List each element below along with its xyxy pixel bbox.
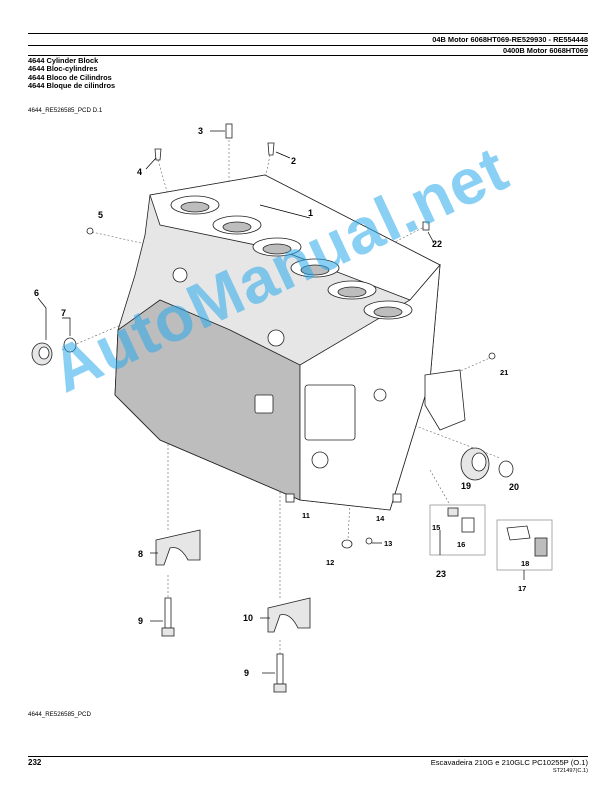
plug-5	[86, 227, 94, 235]
leader-6	[37, 297, 47, 340]
valve-15-16	[447, 507, 475, 533]
callout-2: 2	[291, 156, 296, 166]
header-rule-middle	[28, 45, 588, 46]
plug-22	[422, 221, 430, 231]
title-spanish: 4644 Bloque de cilindros	[28, 81, 116, 91]
main-bearing-cap-8	[155, 529, 201, 566]
section-titles: 4644 Cylinder Block 4644 Bloc-cylindres …	[28, 56, 116, 91]
footer-machine-text: Escavadeira 210G e 210GLC PC10255P (O.1)	[430, 758, 588, 767]
header-model-line: 04B Motor 6068HT069-RE529930 - RE554448	[432, 35, 588, 44]
callout-11: 11	[302, 511, 310, 520]
axis-valve-group	[429, 469, 451, 506]
title-french: 4644 Bloc-cylindres	[28, 64, 98, 74]
callout-9-lower: 9	[244, 668, 249, 678]
callout-15: 15	[432, 523, 440, 532]
leader-7	[62, 317, 71, 336]
dowel-pin	[225, 123, 233, 139]
callout-21: 21	[500, 368, 508, 377]
leader-4	[145, 157, 157, 170]
footer-code: ST21497(C.1)	[552, 768, 588, 774]
callout-4: 4	[137, 167, 142, 177]
plug-14	[392, 493, 402, 503]
callout-19: 19	[461, 481, 471, 491]
callout-17: 17	[518, 584, 526, 593]
header-section-line: 0400B Motor 6068HT069	[502, 46, 588, 55]
callout-6: 6	[34, 288, 39, 298]
axis-plug-21	[439, 356, 493, 381]
valve-17-18	[506, 525, 548, 557]
callout-3: 3	[198, 126, 203, 136]
main-bearing-cap-10	[267, 597, 311, 633]
leader-1	[259, 204, 311, 219]
leader-22	[427, 231, 435, 244]
group-23-box	[429, 504, 486, 556]
callout-14: 14	[376, 514, 385, 523]
cylinder-block	[114, 174, 466, 511]
footer-rule	[28, 756, 588, 757]
callout-18: 18	[521, 559, 529, 568]
plug-13	[365, 537, 373, 545]
plug-6	[31, 342, 53, 366]
axis-washer	[347, 499, 351, 541]
cam-bushing-19	[460, 447, 490, 481]
plug-21	[488, 352, 496, 360]
figure-reference: 4644_RE526585_PCD D.1	[28, 107, 103, 114]
callout-7: 7	[61, 308, 66, 318]
callout-22: 22	[432, 239, 442, 249]
axis-plug-4	[157, 159, 169, 196]
callout-13: 13	[384, 539, 392, 548]
axis-plug-5	[91, 231, 151, 246]
plug-4	[154, 148, 162, 161]
washer-12	[341, 539, 353, 549]
title-portuguese: 4644 Bloco de Cilindros	[28, 72, 112, 82]
plug-11	[285, 493, 295, 503]
callout-16: 16	[457, 540, 465, 549]
plug-2	[267, 142, 275, 156]
plug-20	[498, 460, 514, 478]
callout-12: 12	[326, 558, 334, 567]
callout-20: 20	[509, 482, 519, 492]
header-rule-top	[28, 33, 588, 34]
o-ring-7	[63, 337, 77, 353]
title-english: 4644 Cylinder Block	[28, 56, 99, 65]
callout-8: 8	[138, 549, 143, 559]
leader-2	[275, 151, 291, 159]
cap-screw-9-lower	[273, 653, 287, 693]
cap-screw-9-upper	[161, 597, 175, 637]
page-number: 232	[28, 758, 42, 767]
callout-9-upper: 9	[138, 616, 143, 626]
header-rule-bottom	[28, 55, 588, 56]
callout-1: 1	[308, 208, 313, 218]
callout-5: 5	[98, 210, 103, 220]
group-17-box	[496, 519, 553, 571]
figure-reference-bottom: 4644_RE526585_PCD	[28, 711, 91, 718]
callout-23: 23	[436, 569, 446, 579]
callout-10: 10	[243, 613, 253, 623]
